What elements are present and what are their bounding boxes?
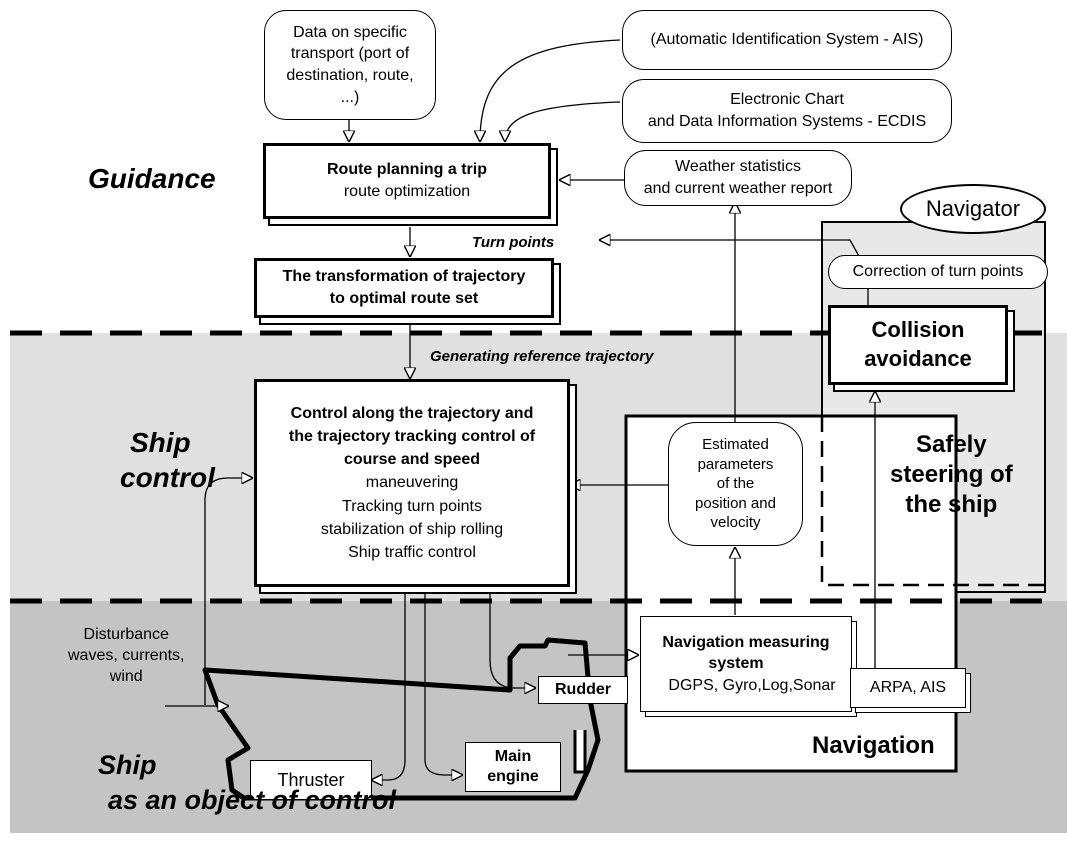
disturbance-label: Disturbance waves, currents, wind (68, 625, 184, 687)
arrow-ais-to-route (480, 39, 621, 141)
weather-box-line-1: Weather statistics (675, 158, 801, 176)
correction-of-turn-points-box: Correction of turn points (828, 255, 1048, 289)
arrow-disturbance-to-control (204, 478, 252, 705)
control-line-traffic: Ship traffic control (348, 543, 476, 561)
arrow-correction-to-turnpoints (600, 240, 861, 259)
data-box-line-1: Data on specific (293, 23, 407, 41)
disturbance-line-1: Disturbance (83, 626, 169, 643)
control-line-maneuvering: maneuvering (365, 474, 459, 492)
route-planning-title: Route planning a trip (327, 160, 487, 178)
control-line-stabilization: stabilization of ship rolling (320, 520, 504, 538)
rudder-text: Rudder (555, 681, 611, 698)
arrow-ecdis-to-route (505, 101, 621, 141)
ship-control-label: Ship control (120, 425, 215, 495)
safely-line-1: Safely (915, 431, 987, 458)
navigator-ellipse: Navigator (900, 184, 1046, 234)
estimated-line-5: velocity (710, 514, 761, 532)
safely-line-3: the ship (905, 491, 998, 518)
correction-box-text: Correction of turn points (852, 263, 1024, 281)
control-along-trajectory-box: Control along the trajectory and the tra… (254, 379, 570, 587)
ship-control-line-2: control (120, 462, 215, 493)
arpa-ais-box: ARPA, AIS (850, 668, 966, 708)
ecdis-box-line-1: Electronic Chart (730, 91, 844, 109)
arpa-ais-text: ARPA, AIS (869, 679, 947, 696)
estimated-line-1: Estimated (702, 436, 769, 454)
collision-line-1: Collision (871, 317, 965, 343)
disturbance-line-2: waves, currents, (68, 646, 185, 664)
safely-steering-label: Safely steering of the ship (890, 430, 1013, 520)
data-box-line-2: transport (port of (290, 45, 410, 63)
nav-measuring-line-3: DGPS, Gyro,Log,Sonar (668, 676, 836, 694)
ecdis-box: Electronic Chart and Data Information Sy… (622, 79, 952, 143)
route-planning-box: Route planning a trip route optimization (263, 143, 551, 219)
arrow-control-to-rudder (489, 587, 535, 688)
navigation-measuring-system-box: Navigation measuring system DGPS, Gyro,L… (640, 616, 852, 712)
control-bold-line-3: course and speed (343, 451, 481, 469)
rudder-blade (573, 730, 587, 774)
transformation-line-1: The transformation of trajectory (282, 267, 526, 285)
main-engine-line-1: Main (494, 748, 532, 765)
estimated-line-3: of the (716, 475, 755, 493)
route-planning-subtitle: route optimization (343, 183, 471, 200)
ecdis-box-line-2: and Data Information Systems - ECDIS (647, 113, 927, 130)
estimated-line-4: position and (695, 494, 776, 512)
main-engine-box: Main engine (465, 742, 561, 792)
weather-box-line-2: and current weather report (643, 180, 833, 197)
data-on-transport-box: Data on specific transport (port of dest… (264, 10, 436, 120)
nav-measuring-line-2: system (708, 655, 764, 673)
turn-points-label: Turn points (472, 234, 555, 251)
transformation-box: The transformation of trajectory to opti… (254, 258, 554, 318)
control-line-tracking: Tracking turn points (342, 497, 482, 515)
collision-avoidance-box: Collision avoidance (828, 305, 1008, 385)
navigation-label: Navigation (812, 732, 935, 759)
ship-object-line-1: Ship (98, 750, 157, 780)
safely-line-2: steering of (890, 461, 1013, 488)
data-box-line-4: ...) (340, 88, 360, 106)
estimated-line-2: parameters (697, 455, 774, 473)
data-box-line-3: destination, route, (286, 67, 414, 84)
control-bold-line-2: the trajectory tracking control of (288, 428, 536, 446)
weather-box: Weather statistics and current weather r… (624, 150, 852, 206)
guidance-label: Guidance (88, 163, 216, 194)
transformation-line-2: to optimal route set (329, 290, 479, 307)
disturbance-line-3: wind (109, 667, 143, 685)
estimated-parameters-box: Estimated parameters of the position and… (668, 422, 803, 546)
control-bold-line-1: Control along the trajectory and (290, 404, 534, 422)
ship-hull (202, 637, 601, 801)
thruster-text: Thruster (277, 769, 345, 790)
thruster-box: Thruster (250, 760, 372, 800)
ship-object-label: Ship as an object of control (98, 748, 396, 818)
rudder-box: Rudder (538, 676, 628, 704)
navigator-label: Navigator (925, 196, 1021, 221)
ais-box-text: (Automatic Identification System - AIS) (650, 31, 924, 49)
collision-line-2: avoidance (864, 346, 972, 371)
main-engine-line-2: engine (487, 768, 539, 785)
arrow-control-to-engine (424, 587, 462, 775)
ais-box: (Automatic Identification System - AIS) (622, 10, 952, 70)
nav-measuring-line-1: Navigation measuring (662, 633, 830, 651)
arrow-control-to-thruster (372, 587, 406, 780)
ship-object-line-2: as an object of control (108, 785, 397, 816)
safety-dashed-outline (820, 416, 1045, 587)
generating-reference-trajectory-label: Generating reference trajectory (430, 348, 654, 365)
ship-control-line-1: Ship (130, 427, 191, 458)
